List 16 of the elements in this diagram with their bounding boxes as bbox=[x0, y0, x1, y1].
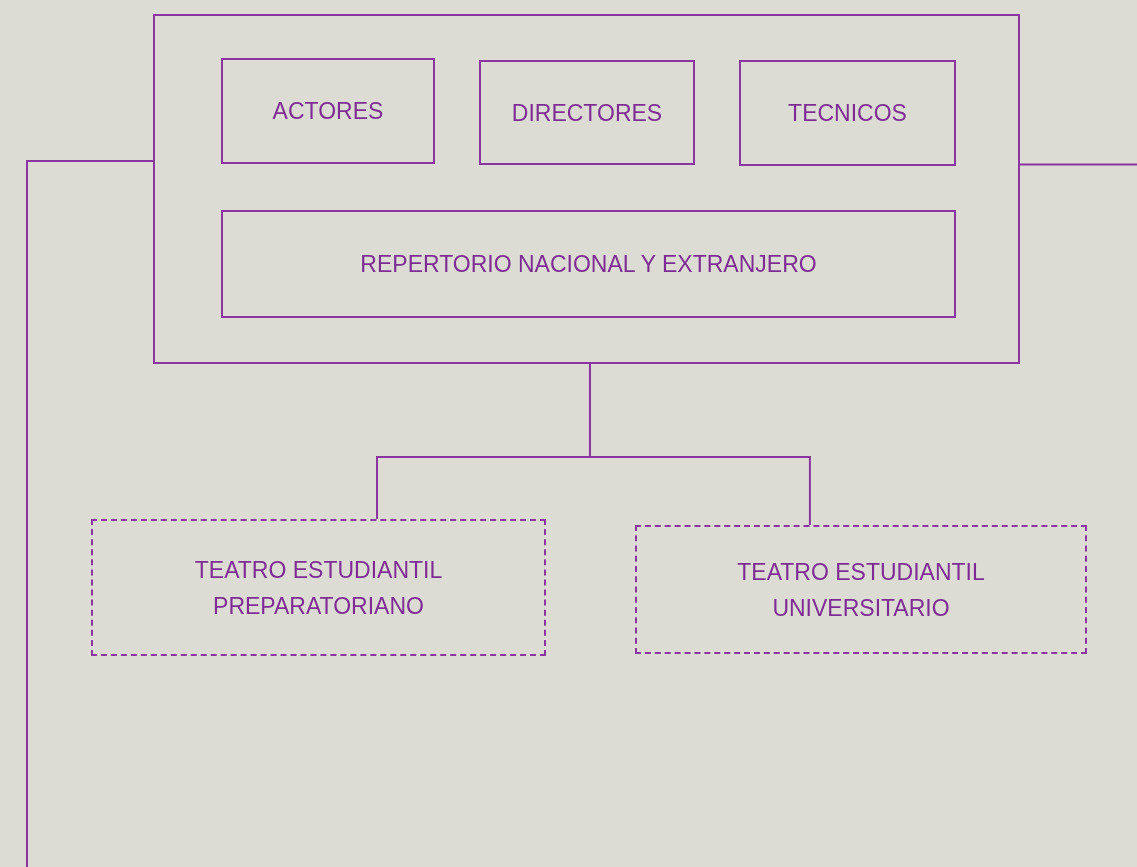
dashed-box bbox=[91, 519, 546, 656]
box-label: TECNICOS bbox=[788, 99, 907, 128]
process-box bbox=[221, 58, 435, 164]
box-label: DIRECTORES bbox=[511, 98, 663, 128]
box-label: TEATRO ESTUDIANTIL UNIVERSITARIO bbox=[736, 557, 986, 623]
process-box bbox=[739, 60, 956, 166]
connector-line bbox=[26, 160, 154, 867]
connector-line bbox=[588, 363, 811, 526]
group-box bbox=[153, 14, 1020, 364]
process-box bbox=[479, 60, 695, 165]
box-label: ACTORES bbox=[272, 97, 384, 126]
dashed-box bbox=[635, 525, 1087, 654]
process-box bbox=[221, 210, 956, 318]
box-label: REPERTORIO NACIONAL Y EXTRANJERO bbox=[360, 250, 817, 279]
box-label: TEATRO ESTUDIANTIL PREPARATORIANO bbox=[193, 555, 444, 621]
connector-line bbox=[1019, 163, 1137, 166]
